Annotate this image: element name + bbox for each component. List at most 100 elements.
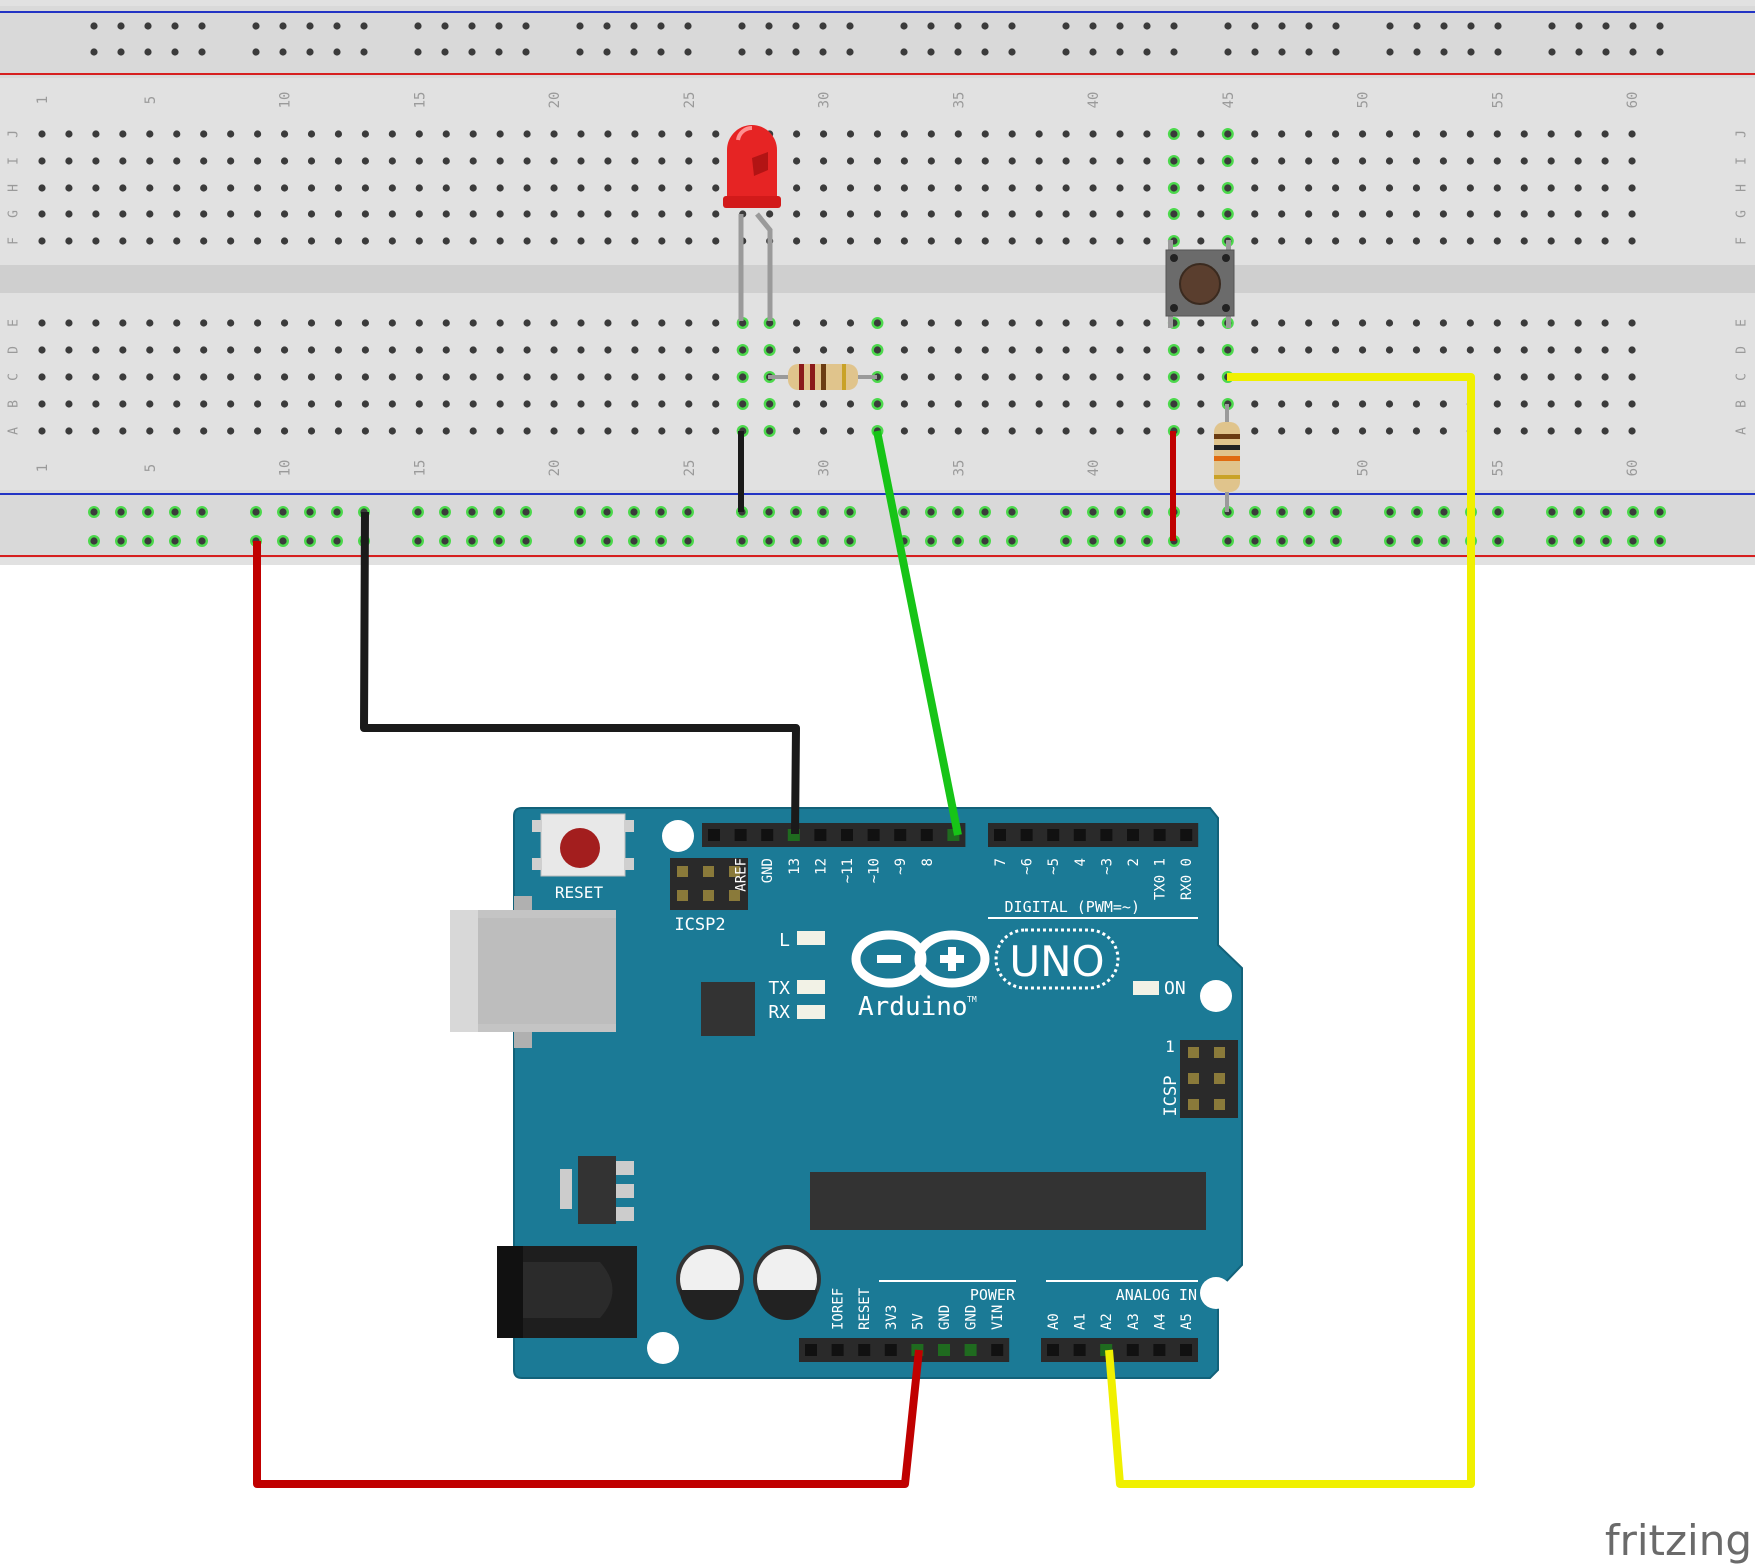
- rail-hole: [1629, 48, 1637, 56]
- header-pin[interactable]: [920, 829, 933, 841]
- rail-hole: [657, 537, 665, 545]
- reset-button-tab: [532, 820, 542, 832]
- rail-hole: [765, 22, 773, 30]
- breadboard-hole: [442, 237, 450, 245]
- header-pin[interactable]: [1020, 829, 1033, 841]
- breadboard-hole: [38, 210, 46, 218]
- header-pin[interactable]: [1047, 829, 1060, 841]
- breadboard-hole: [1332, 237, 1340, 245]
- breadboard-hole: [1385, 157, 1394, 165]
- icsp2-header: [670, 858, 748, 910]
- header-pin[interactable]: [841, 829, 853, 841]
- breadboard-hole: [577, 130, 585, 138]
- breadboard-hole: [981, 373, 989, 381]
- header-pin[interactable]: [708, 829, 720, 841]
- header-pin[interactable]: [894, 829, 907, 841]
- breadboard-hole: [1062, 373, 1070, 381]
- header-pin[interactable]: [814, 829, 827, 841]
- row-letter: J: [7, 130, 22, 138]
- rail-hole: [1440, 48, 1448, 56]
- header-pin[interactable]: [994, 829, 1006, 841]
- header-pin[interactable]: [1153, 1344, 1166, 1356]
- breadboard-hole: [496, 346, 504, 354]
- header-pin[interactable]: [964, 1344, 977, 1356]
- breadboard-hole: [739, 319, 747, 327]
- breadboard-hole: [739, 346, 747, 354]
- breadboard-hole: [1278, 184, 1286, 192]
- breadboard-hole: [1305, 237, 1313, 245]
- breadboard-hole: [1251, 400, 1259, 408]
- rail-hole: [144, 48, 152, 56]
- rail-hole: [198, 22, 206, 30]
- header-pin[interactable]: [805, 1344, 817, 1356]
- breadboard-hole: [280, 210, 289, 218]
- rail-hole: [306, 508, 314, 516]
- header-pin[interactable]: [858, 1344, 871, 1356]
- breadboard-hole: [146, 237, 154, 245]
- rail-hole: [954, 508, 962, 516]
- breadboard-hole: [819, 319, 828, 327]
- rail-hole: [495, 22, 503, 30]
- breadboard-hole: [1062, 157, 1070, 165]
- header-pin[interactable]: [761, 829, 774, 841]
- header-pin[interactable]: [867, 829, 880, 841]
- reset-button-tab: [624, 858, 634, 870]
- column-number: 20: [547, 92, 563, 109]
- header-pin[interactable]: [884, 1344, 897, 1356]
- breadboard-hole: [227, 237, 235, 245]
- breadboard-hole: [900, 427, 909, 435]
- breadboard-hole: [469, 210, 477, 218]
- header-pin[interactable]: [1127, 829, 1139, 841]
- header-pin[interactable]: [991, 1344, 1004, 1356]
- breadboard-hole: [658, 130, 666, 138]
- breadboard-hole: [415, 319, 423, 327]
- breadboard-hole: [38, 237, 46, 245]
- breadboard-hole: [1305, 184, 1313, 192]
- header-pin[interactable]: [1100, 829, 1113, 841]
- icsp-pin: [1214, 1099, 1225, 1110]
- header-pin[interactable]: [1180, 829, 1193, 841]
- rail-hole: [1332, 48, 1340, 56]
- column-number: 1: [35, 96, 51, 104]
- breadboard-hole: [1601, 184, 1609, 192]
- header-pin[interactable]: [1073, 829, 1086, 841]
- breadboard-hole: [523, 210, 531, 218]
- header-pin[interactable]: [938, 1344, 950, 1356]
- header-pin[interactable]: [1073, 1344, 1086, 1356]
- breadboard-hole: [38, 319, 46, 327]
- header-pin[interactable]: [1126, 1344, 1139, 1356]
- header-pin[interactable]: [831, 1344, 844, 1356]
- breadboard-hole: [1439, 210, 1447, 218]
- digital-pin-label: ~6: [1020, 858, 1036, 875]
- rail-hole: [198, 537, 206, 545]
- pushbutton[interactable]: [1165, 240, 1235, 328]
- breadboard-hole: [1358, 400, 1367, 408]
- header-pin[interactable]: [1047, 1344, 1059, 1356]
- rail-hole: [684, 48, 692, 56]
- breadboard-hole: [927, 400, 935, 408]
- header-pin[interactable]: [734, 829, 747, 841]
- breadboard-holes: [38, 22, 1666, 547]
- breadboard-hole: [873, 400, 882, 408]
- breadboard-hole: [415, 157, 423, 165]
- breadboard-hole: [1466, 319, 1474, 327]
- led-anvil: [752, 152, 768, 176]
- rail-hole: [1494, 508, 1502, 516]
- resistor-band: [1214, 475, 1240, 479]
- rail-hole: [1332, 22, 1340, 30]
- pushbutton-cap[interactable]: [1179, 263, 1221, 305]
- breadboard-hole: [119, 237, 127, 245]
- reset-button-cap[interactable]: [560, 828, 600, 868]
- header-pin[interactable]: [1180, 1344, 1192, 1356]
- breadboard-hole: [1332, 427, 1340, 435]
- header-pin[interactable]: [1153, 829, 1166, 841]
- power-pin-label: VIN: [990, 1305, 1006, 1330]
- rail-hole: [1467, 22, 1475, 30]
- power-pin-label: 3V3: [884, 1305, 900, 1330]
- rail-hole: [90, 537, 98, 545]
- breadboard-hole: [254, 237, 262, 245]
- breadboard-hole: [1062, 427, 1070, 435]
- breadboard-hole: [1035, 427, 1043, 435]
- rail-hole: [1008, 48, 1016, 56]
- icsp2-pin: [729, 890, 740, 901]
